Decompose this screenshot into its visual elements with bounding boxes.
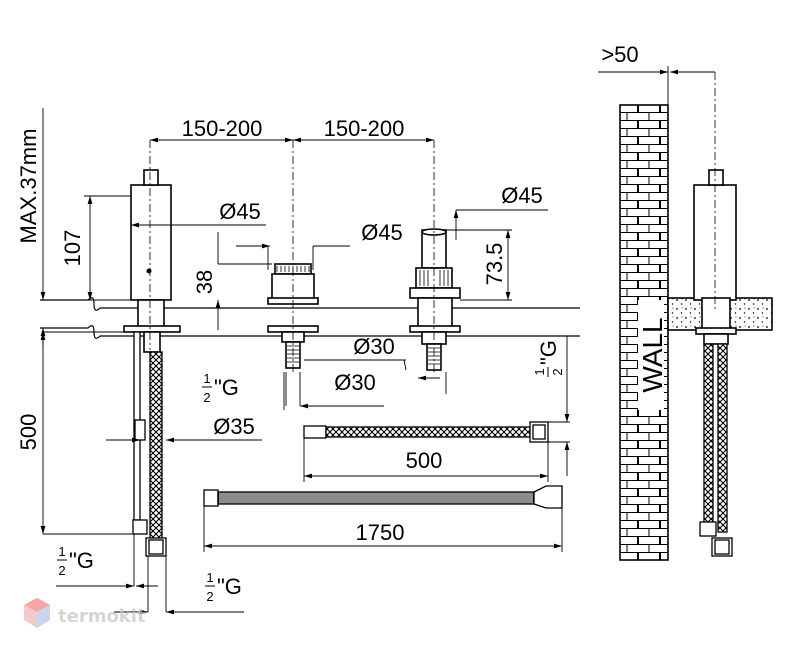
dim-dia45-right: Ø45 xyxy=(501,183,543,208)
wall-supply-tubes xyxy=(699,343,733,557)
watermark-text: termokit xyxy=(58,606,146,627)
dim-hose-1750: 1750 xyxy=(356,520,405,545)
thread-label-bottom-right: 1 2 "G xyxy=(205,570,242,604)
thread-denominator: 2 xyxy=(550,368,565,375)
dim-dia35: Ø35 xyxy=(213,414,255,439)
thread-label-hose: 1 2 "G xyxy=(532,340,565,377)
wall-offset-dims xyxy=(598,66,715,105)
dim-height-107: 107 xyxy=(60,230,85,267)
dimension-lines xyxy=(40,108,548,615)
thread-denominator: 2 xyxy=(58,563,65,578)
spout-indicator-dot xyxy=(146,268,152,274)
thread-label-middle: 1 2 "G xyxy=(202,371,239,405)
mixer-valve-right xyxy=(409,228,461,371)
spout-supply-tubes xyxy=(132,331,167,557)
hose-500-dims xyxy=(303,336,570,482)
thread-suffix: "G xyxy=(217,574,242,599)
thread-label-bottom-left: 1 2 "G xyxy=(57,544,94,578)
dim-wall-offset: >50 xyxy=(601,42,638,67)
thread-numerator: 1 xyxy=(203,371,210,386)
thread-denominator: 2 xyxy=(206,589,213,604)
dim-length-500: 500 xyxy=(16,414,41,451)
spout-body xyxy=(123,169,181,353)
wall-label-background xyxy=(638,300,664,410)
dim-span-right: 150-200 xyxy=(324,116,405,141)
dim-max-deck: MAX.37mm xyxy=(16,129,41,244)
hose-1750 xyxy=(203,485,563,509)
dim-dia30-lower: Ø30 xyxy=(334,370,376,395)
thread-numerator: 1 xyxy=(206,570,213,585)
dim-dia45-middle: Ø45 xyxy=(361,220,403,245)
dim-span-left: 150-200 xyxy=(182,116,263,141)
thread-numerator: 1 xyxy=(532,368,547,375)
dim-dia45-left: Ø45 xyxy=(219,199,261,224)
thread-suffix: "G xyxy=(536,340,561,365)
dim-height-73-5: 73.5 xyxy=(482,243,507,286)
thread-numerator: 1 xyxy=(58,544,65,559)
dim-dia30-upper: Ø30 xyxy=(353,334,395,359)
thread-denominator: 2 xyxy=(203,390,210,405)
watermark: termokit xyxy=(24,598,146,628)
thread-suffix: "G xyxy=(214,375,239,400)
dim-hose-500: 500 xyxy=(406,448,443,473)
wall-label: WALL xyxy=(637,317,668,392)
dim-height-38: 38 xyxy=(192,270,217,294)
hose-1750-dims xyxy=(203,506,563,552)
thread-suffix: "G xyxy=(69,548,94,573)
hose-500 xyxy=(303,421,549,443)
